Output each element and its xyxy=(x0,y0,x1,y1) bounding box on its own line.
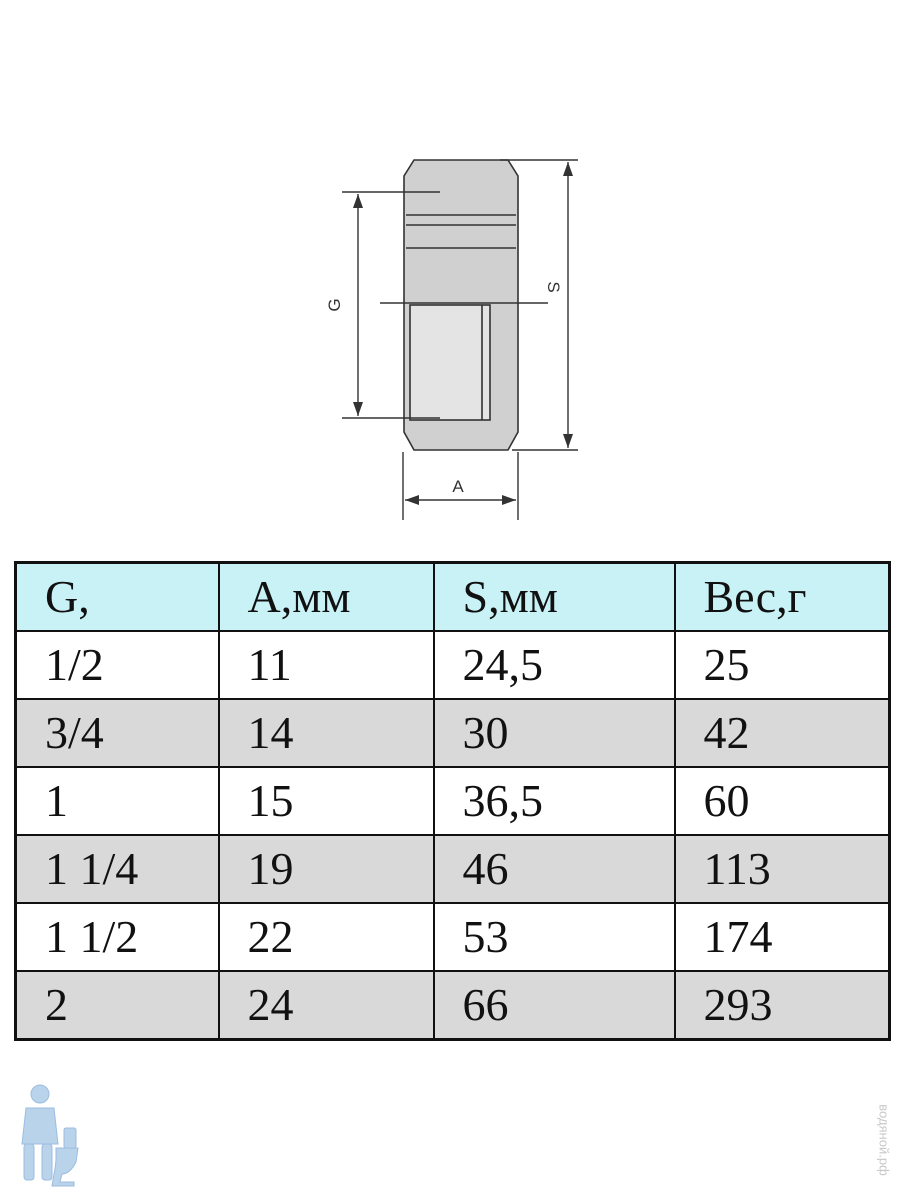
dim-label-g: G xyxy=(325,298,344,311)
cell-g: 1 1/2 xyxy=(14,902,220,972)
header-a: A,мм xyxy=(217,561,435,632)
dim-label-a: A xyxy=(452,477,464,496)
cell-s: 30 xyxy=(432,698,676,768)
cell-g: 3/4 xyxy=(14,698,220,768)
cell-a: 19 xyxy=(217,834,435,904)
cell-g: 1 xyxy=(14,766,220,836)
cell-s: 66 xyxy=(432,970,676,1041)
header-g: G, xyxy=(14,561,220,632)
cell-a: 24 xyxy=(217,970,435,1041)
dim-label-s: S xyxy=(544,281,563,292)
dimensions-table: G, A,мм S,мм Вес,г 1/2 11 24,5 25 3/4 14… xyxy=(14,561,891,1041)
cell-weight: 25 xyxy=(673,630,891,700)
nut-dimension-drawing: G S A xyxy=(325,159,578,520)
header-s: S,мм xyxy=(432,561,676,632)
cell-g: 1 1/4 xyxy=(14,834,220,904)
table-row: 3/4 14 30 42 xyxy=(14,698,891,768)
cell-a: 11 xyxy=(217,630,435,700)
cell-s: 53 xyxy=(432,902,676,972)
cell-weight: 113 xyxy=(673,834,891,904)
cell-weight: 293 xyxy=(673,970,891,1041)
cell-a: 22 xyxy=(217,902,435,972)
thread-bore xyxy=(409,304,491,421)
cell-s: 36,5 xyxy=(432,766,676,836)
cell-s: 24,5 xyxy=(432,630,676,700)
cell-g: 1/2 xyxy=(14,630,220,700)
table-row: 1 1/4 19 46 113 xyxy=(14,834,891,904)
cell-weight: 42 xyxy=(673,698,891,768)
plumber-logo-icon xyxy=(21,1084,79,1187)
site-watermark: водяной.рф xyxy=(876,1104,892,1176)
cell-s: 46 xyxy=(432,834,676,904)
table-header-row: G, A,мм S,мм Вес,г xyxy=(14,561,891,632)
table-row: 1 15 36,5 60 xyxy=(14,766,891,836)
cell-g: 2 xyxy=(14,970,220,1041)
cell-weight: 174 xyxy=(673,902,891,972)
table-row: 1/2 11 24,5 25 xyxy=(14,630,891,700)
cell-weight: 60 xyxy=(673,766,891,836)
cell-a: 14 xyxy=(217,698,435,768)
table-row: 2 24 66 293 xyxy=(14,970,891,1041)
header-weight: Вес,г xyxy=(673,561,891,632)
cell-a: 15 xyxy=(217,766,435,836)
table-row: 1 1/2 22 53 174 xyxy=(14,902,891,972)
